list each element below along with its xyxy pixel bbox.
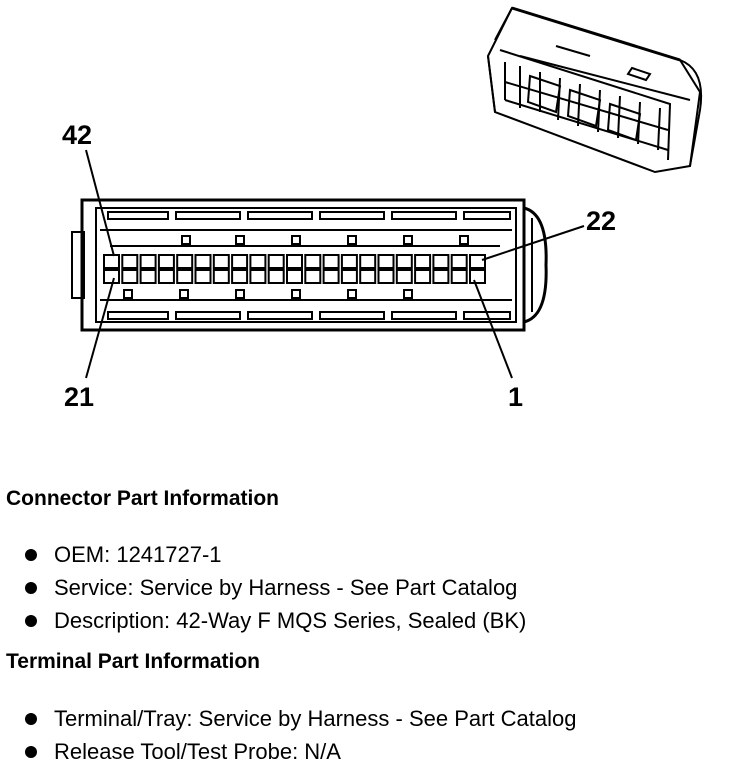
terminal-cavity bbox=[176, 254, 194, 269]
terminal-cavity bbox=[340, 269, 358, 284]
pin-label-42: 42 bbox=[62, 120, 92, 150]
terminal-cavity bbox=[450, 254, 468, 269]
terminal-cavity bbox=[121, 269, 139, 284]
terminal-cavity bbox=[414, 269, 432, 284]
list-item: Terminal/Tray: Service by Harness - See … bbox=[0, 702, 577, 735]
terminal-cavity bbox=[194, 269, 212, 284]
service-text: Service: Service by Harness - See Part C… bbox=[54, 575, 518, 600]
bullet-icon bbox=[25, 615, 37, 627]
pin-label-21: 21 bbox=[64, 382, 94, 412]
terminal-cavity bbox=[377, 269, 395, 284]
connector-part-info-heading: Connector Part Information bbox=[6, 487, 280, 510]
terminal-cavity bbox=[121, 254, 139, 269]
terminal-tray-text: Terminal/Tray: Service by Harness - See … bbox=[54, 706, 577, 731]
release-tool-text: Release Tool/Test Probe: N/A bbox=[54, 739, 341, 764]
terminal-cavity bbox=[267, 269, 285, 284]
terminal-cavity bbox=[414, 254, 432, 269]
leader-line-42 bbox=[85, 149, 115, 257]
connector-part-info-list: OEM: 1241727-1 Service: Service by Harne… bbox=[0, 538, 526, 637]
terminal-cavity bbox=[231, 269, 249, 284]
terminal-cavity bbox=[322, 269, 340, 284]
terminal-cavity bbox=[249, 254, 267, 269]
terminal-cavity bbox=[450, 269, 468, 284]
terminal-cavity bbox=[395, 254, 413, 269]
cavity-row-top bbox=[103, 254, 486, 269]
terminal-part-info-heading: Terminal Part Information bbox=[6, 650, 260, 673]
description-text: Description: 42-Way F MQS Series, Sealed… bbox=[54, 608, 527, 633]
leader-line-22 bbox=[481, 225, 585, 261]
terminal-cavity bbox=[304, 254, 322, 269]
terminal-cavity bbox=[157, 254, 175, 269]
terminal-cavity bbox=[340, 254, 358, 269]
terminal-cavity bbox=[469, 269, 486, 284]
oem-text: OEM: 1241727-1 bbox=[54, 542, 222, 567]
terminal-cavity bbox=[103, 254, 120, 269]
pin-label-1: 1 bbox=[508, 382, 523, 412]
bullet-icon bbox=[25, 549, 37, 561]
list-item: OEM: 1241727-1 bbox=[0, 538, 526, 571]
terminal-cavity bbox=[267, 254, 285, 269]
terminal-cavity bbox=[194, 254, 212, 269]
terminal-cavity bbox=[359, 254, 377, 269]
terminal-cavity bbox=[395, 269, 413, 284]
terminal-cavity bbox=[322, 254, 340, 269]
list-item: Description: 42-Way F MQS Series, Sealed… bbox=[0, 604, 526, 637]
terminal-cavity bbox=[212, 269, 230, 284]
terminal-cavity bbox=[157, 269, 175, 284]
connector-3d-view bbox=[486, 6, 702, 174]
terminal-cavity bbox=[139, 254, 157, 269]
terminal-cavity bbox=[176, 269, 194, 284]
leader-line-21 bbox=[85, 277, 115, 379]
terminal-cavity bbox=[103, 269, 120, 284]
leader-lines bbox=[85, 149, 585, 379]
cavity-row-bottom bbox=[103, 269, 486, 284]
terminal-cavity bbox=[432, 269, 450, 284]
terminal-cavity bbox=[286, 254, 303, 269]
bullet-icon bbox=[25, 746, 37, 758]
terminal-cavity bbox=[212, 254, 230, 269]
terminal-cavity bbox=[432, 254, 450, 269]
terminal-cavity bbox=[304, 269, 322, 284]
pin-label-22: 22 bbox=[586, 206, 616, 236]
bullet-icon bbox=[25, 713, 37, 725]
bullet-icon bbox=[25, 582, 37, 594]
list-item: Release Tool/Test Probe: N/A bbox=[0, 735, 577, 768]
terminal-cavity bbox=[359, 269, 377, 284]
leader-line-1 bbox=[473, 279, 513, 379]
terminal-cavity bbox=[249, 269, 267, 284]
list-item: Service: Service by Harness - See Part C… bbox=[0, 571, 526, 604]
latch-slots-top bbox=[107, 211, 511, 220]
terminal-part-info-list: Terminal/Tray: Service by Harness - See … bbox=[0, 702, 577, 768]
key-tabs bbox=[123, 235, 469, 299]
terminal-cavity bbox=[469, 254, 486, 269]
terminal-cavity bbox=[139, 269, 157, 284]
terminal-cavity bbox=[286, 269, 303, 284]
connector-face-view bbox=[71, 198, 548, 332]
terminal-cavity bbox=[231, 254, 249, 269]
connector-diagram: 42 22 21 1 bbox=[62, 6, 702, 412]
terminal-cavity bbox=[377, 254, 395, 269]
